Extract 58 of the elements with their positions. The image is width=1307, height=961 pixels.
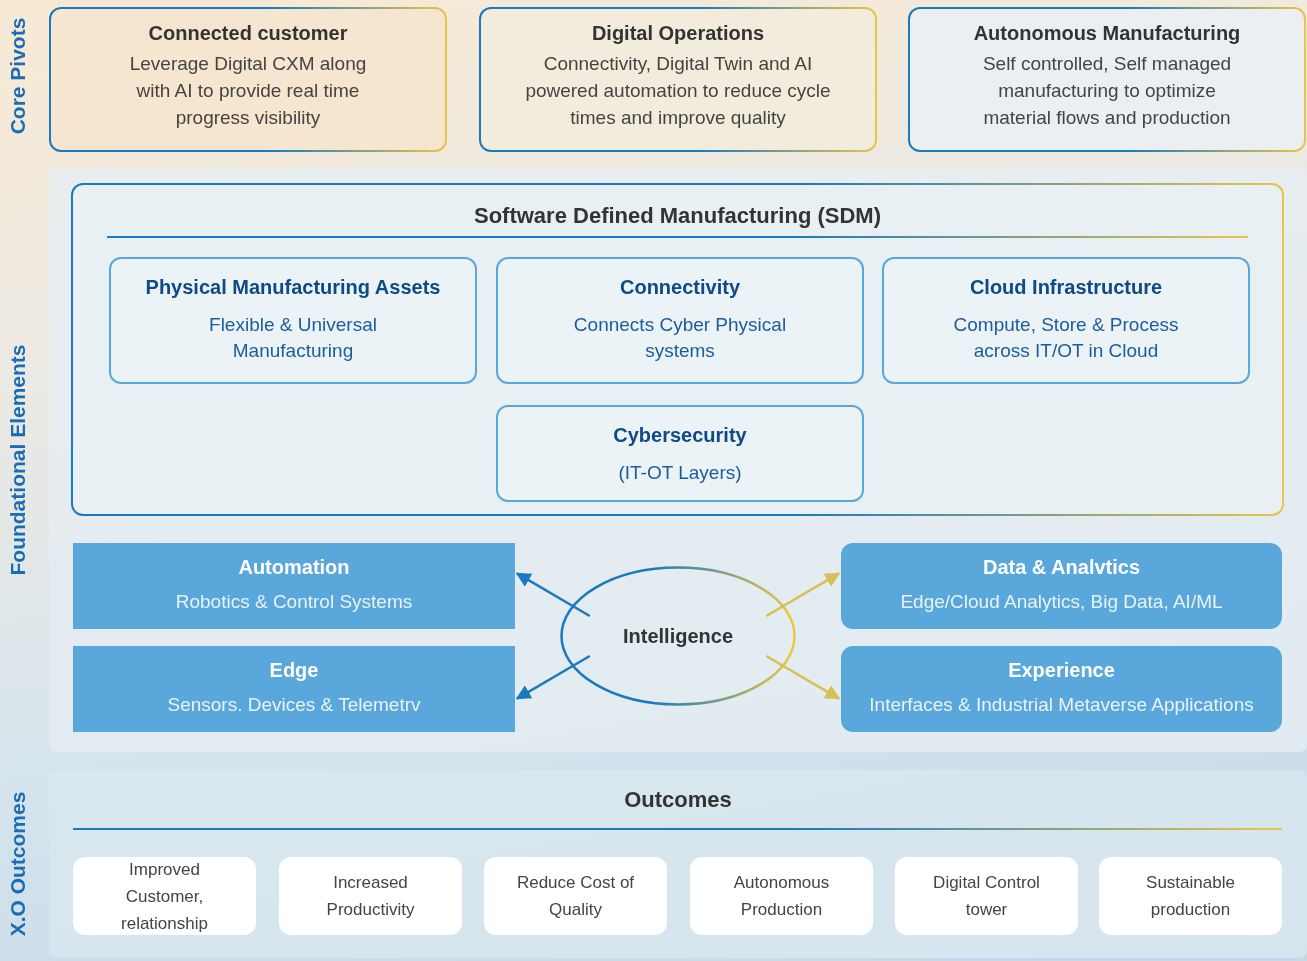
- panel-background: [49, 770, 1307, 958]
- pivot-card: [479, 7, 877, 152]
- element-box: [841, 646, 1282, 732]
- box-title: Cybersecurity: [613, 423, 747, 448]
- box-title: Intelligence: [623, 624, 733, 649]
- box-description: Connects Cyber Physical systems: [572, 313, 788, 363]
- box-title: Autonomous Manufacturing: [973, 21, 1241, 46]
- side-label: Foundational Elements: [5, 344, 31, 576]
- box-description: Leverage Digital CXM along with AI to provide real time progress visibility: [128, 52, 368, 130]
- panel-background: [49, 168, 1307, 752]
- group-box: [71, 183, 1284, 516]
- side-label: Core Pivots: [5, 17, 31, 135]
- element-box: [109, 257, 477, 384]
- box-title: Physical Manufacturing Assets: [145, 275, 441, 300]
- box-title: Connected customer: [148, 21, 348, 46]
- box-title: Digital Operations: [591, 21, 765, 46]
- outcome-card: [895, 857, 1078, 935]
- element-box: [882, 257, 1250, 384]
- element-box: [73, 543, 515, 629]
- arrow: [515, 572, 591, 618]
- box-title: Automation: [238, 555, 350, 581]
- box-description: (IT-OT Layers): [618, 461, 742, 485]
- outcome-text: Sustainable production: [1145, 872, 1236, 921]
- outcome-text: Digital Control tower: [932, 872, 1041, 921]
- element-box: [73, 646, 515, 732]
- box-description: Flexible & Universal Manufacturing: [208, 313, 378, 363]
- arrow: [765, 654, 841, 700]
- outcome-card: [1099, 857, 1282, 935]
- box-description: Connectivity, Digital Twin and AI powered automation to reduce cycle times and improve quality: [524, 52, 832, 130]
- outcome-text: Autonomous Production: [732, 872, 831, 921]
- outcome-text: Improved Customer, relationship: [120, 858, 209, 935]
- outcome-card: [73, 857, 256, 935]
- outcome-card: [690, 857, 873, 935]
- box-title: Data & Analvtics: [982, 555, 1141, 581]
- box-description: Edge/Cloud Analytics, Big Data, AI/ML: [900, 590, 1223, 615]
- box-description: Interfaces & Industrial Metaverse Applications: [869, 693, 1254, 718]
- outcome-text: Reduce Cost of Quality: [515, 872, 636, 921]
- box-title: Outcomes: [624, 786, 732, 814]
- box-description: Compute, Store & Process across IT/OT in Cloud: [952, 313, 1180, 363]
- box-title: Software Defined Manufacturing (SDM): [474, 202, 881, 230]
- side-label: X.O Outcomes: [5, 791, 31, 937]
- box-title: Experience: [1008, 658, 1115, 684]
- pivot-card: [49, 7, 447, 152]
- box-description: Self controlled, Self managed manufacturing to optimize material flows and production: [981, 52, 1233, 130]
- element-box: [496, 257, 864, 384]
- pivot-card: [908, 7, 1306, 152]
- box-description: Robotics & Control Systems: [175, 590, 413, 615]
- outcome-card: [279, 857, 462, 935]
- box-description: Sensors. Devices & Telemetrv: [167, 693, 421, 718]
- box-title: Connectivity: [620, 275, 740, 300]
- box-title: Edge: [269, 658, 319, 684]
- element-box: [841, 543, 1282, 629]
- element-box: [496, 405, 864, 502]
- outcome-text: Increased Productivity: [325, 872, 416, 921]
- box-title: Cloud Infrastructure: [969, 275, 1163, 300]
- arrow: [765, 572, 841, 618]
- outcome-card: [484, 857, 667, 935]
- arrow: [515, 654, 591, 700]
